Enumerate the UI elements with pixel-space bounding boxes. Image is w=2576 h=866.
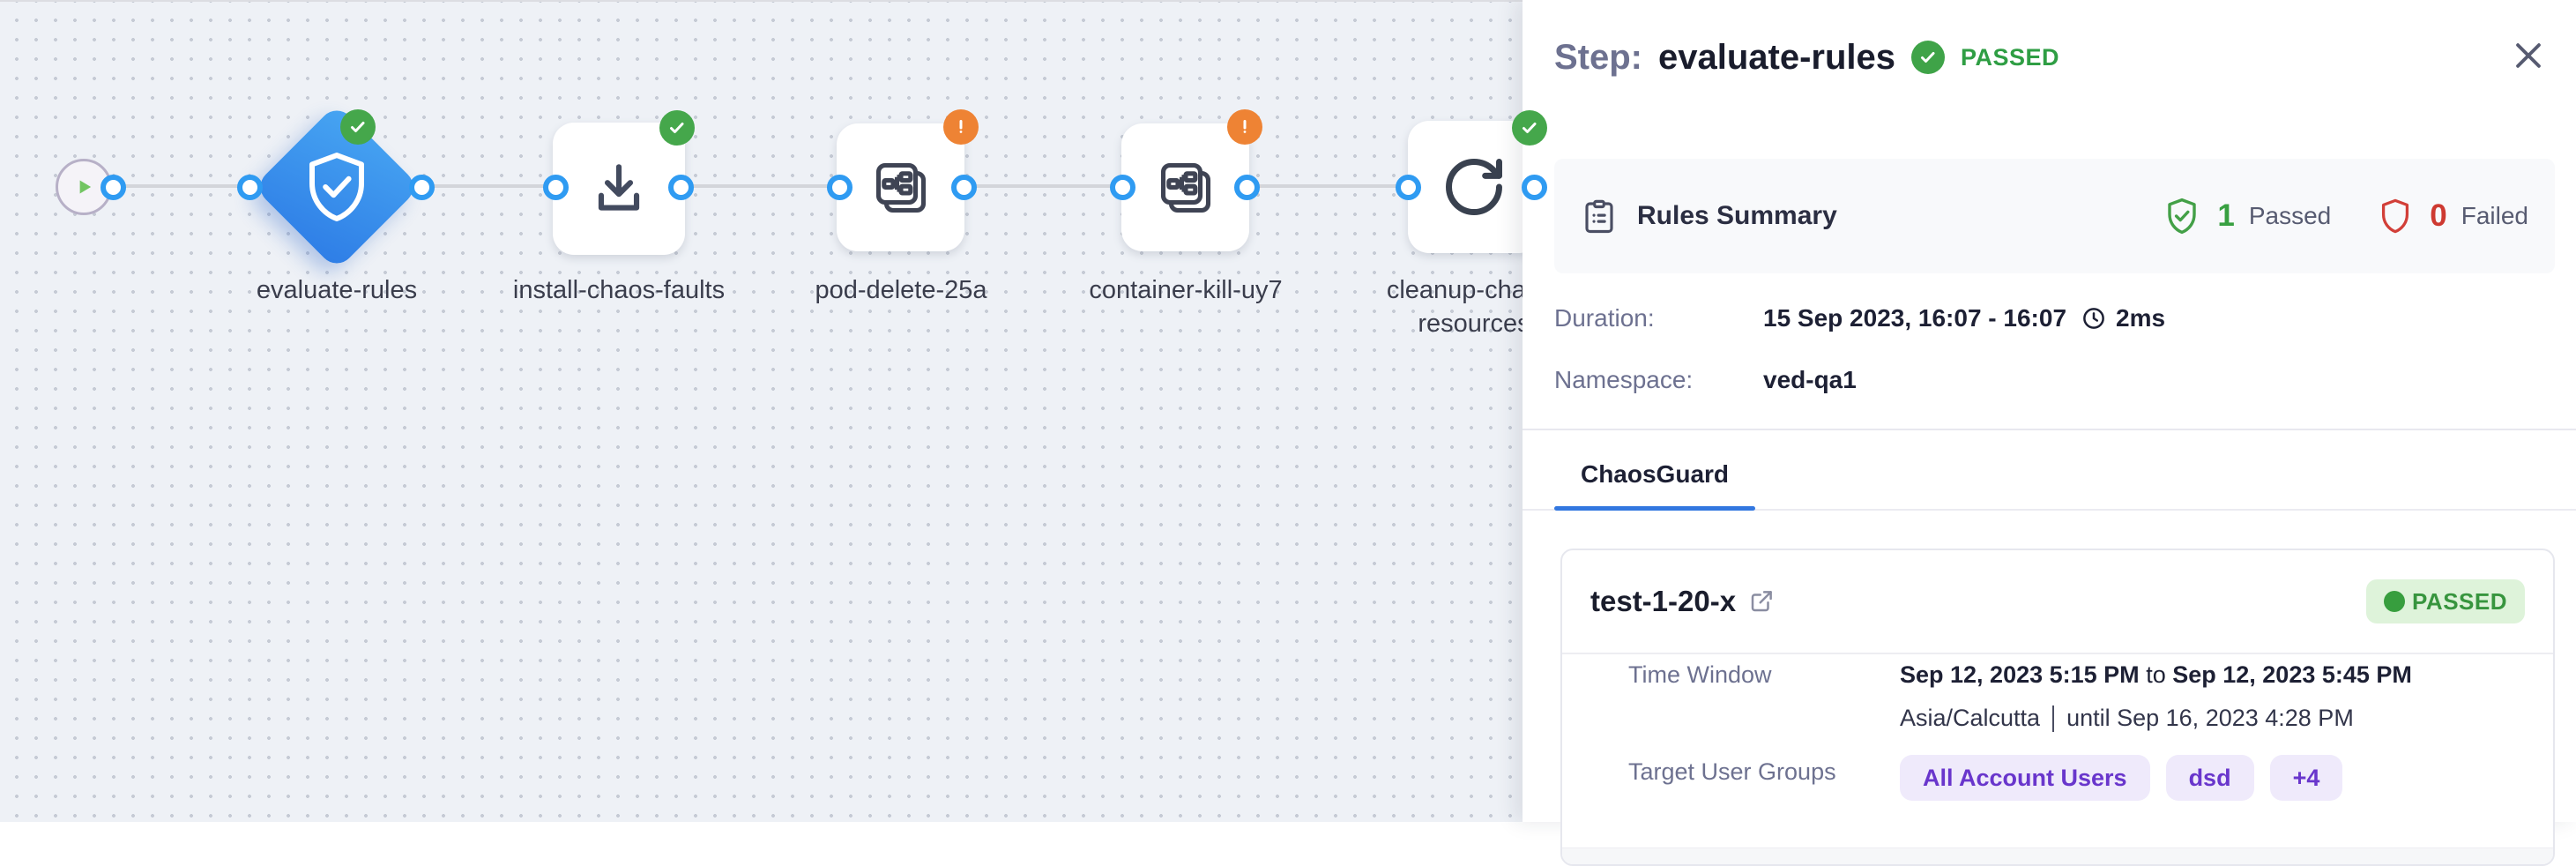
port[interactable] xyxy=(1522,175,1547,200)
user-group-chip: dsd xyxy=(2165,755,2254,801)
node-pod-delete-25a[interactable] xyxy=(837,123,964,251)
card-footer xyxy=(1562,847,2553,864)
condition-status-badge: PASSED xyxy=(2366,579,2525,623)
duration-row: Duration: 15 Sep 2023, 16:07 - 16:07 2ms xyxy=(1554,304,2165,332)
download-icon xyxy=(598,164,640,211)
timezone: Asia/Calcutta xyxy=(1900,705,2041,731)
section-divider xyxy=(1523,429,2576,430)
port[interactable] xyxy=(1110,175,1135,200)
meta-separator xyxy=(2052,705,2055,732)
node-install-chaos-faults[interactable] xyxy=(553,123,685,255)
close-button[interactable] xyxy=(2507,35,2550,78)
time-window-label: Time Window xyxy=(1628,661,1772,688)
shield-passed-icon xyxy=(2168,198,2197,235)
tabbar-divider xyxy=(1523,509,2576,511)
port[interactable] xyxy=(543,175,569,200)
duration-label: Duration: xyxy=(1554,304,1655,332)
user-group-chip: All Account Users xyxy=(1900,755,2150,801)
port[interactable] xyxy=(1234,175,1260,200)
clipboard-icon xyxy=(1585,199,1613,234)
active-tab-underline xyxy=(1554,506,1755,511)
namespace-value: ved-qa1 xyxy=(1763,366,1857,393)
play-icon xyxy=(79,180,92,194)
target-user-groups-label: Target User Groups xyxy=(1628,758,1836,785)
check-circle-icon xyxy=(1911,41,1946,74)
step-details-panel: Step: evaluate-rules PASSED Rules Summar… xyxy=(1523,0,2576,866)
status-dot-icon xyxy=(2384,591,2405,612)
condition-status-text: PASSED xyxy=(2412,587,2507,615)
time-window-to-word: to xyxy=(2146,661,2166,688)
node-label-evaluate-rules: evaluate-rules xyxy=(256,276,418,304)
port[interactable] xyxy=(409,175,435,200)
time-window-row: Time Window Sep 12, 2023 5:15 PM to Sep … xyxy=(1562,654,2553,732)
failed-count: 0 xyxy=(2430,198,2447,233)
passed-label: Passed xyxy=(2248,202,2332,229)
rules-summary-title: Rules Summary xyxy=(1637,201,1837,230)
status-warning-badge-icon xyxy=(943,109,979,145)
namespace-row: Namespace: ved-qa1 xyxy=(1554,366,1857,394)
panel-header: Step: evaluate-rules PASSED xyxy=(1554,32,2555,83)
time-window-to: Sep 12, 2023 5:45 PM xyxy=(2172,661,2412,688)
clock-icon xyxy=(2083,308,2104,329)
chaosguard-condition-card: test-1-20-x PASSED Time Window Sep 12, 2… xyxy=(1560,549,2555,866)
time-window-range: Sep 12, 2023 5:15 PM to Sep 12, 2023 5:4… xyxy=(1900,654,2412,689)
chaos-fault-icon xyxy=(1160,162,1210,213)
close-icon xyxy=(2516,42,2541,68)
namespace-label: Namespace: xyxy=(1554,366,1694,393)
duration-elapsed: 2ms xyxy=(2116,304,2166,332)
port[interactable] xyxy=(1396,175,1421,200)
status-warning-badge-icon xyxy=(1227,109,1262,145)
rules-summary-section: Rules Summary 1 Passed 0 Failed xyxy=(1554,159,2555,273)
target-user-groups-row: Target User Groups All Account Users dsd… xyxy=(1562,751,2553,801)
node-evaluate-rules[interactable] xyxy=(253,103,421,271)
duration-value: 15 Sep 2023, 16:07 - 16:07 xyxy=(1763,304,2067,332)
status-success-badge-icon xyxy=(1512,110,1547,146)
tab-chaosguard[interactable]: ChaosGuard xyxy=(1580,460,1730,488)
port[interactable] xyxy=(668,175,694,200)
status-success-badge-icon xyxy=(659,110,695,146)
status-success-badge-icon xyxy=(340,109,376,145)
port[interactable] xyxy=(827,175,852,200)
card-header: test-1-20-x PASSED xyxy=(1562,550,2553,654)
retry-icon xyxy=(1446,159,1502,215)
failed-label: Failed xyxy=(2461,202,2528,229)
node-container-kill-uy7[interactable] xyxy=(1121,123,1249,251)
time-window-meta: Asia/Calcutta until Sep 16, 2023 4:28 PM xyxy=(1900,689,2412,732)
step-status-text: PASSED xyxy=(1961,43,2060,71)
port[interactable] xyxy=(101,175,126,200)
pipeline-edge xyxy=(84,184,1547,188)
chaos-fault-icon xyxy=(875,162,926,213)
passed-count: 1 xyxy=(2217,198,2235,233)
external-link-icon[interactable] xyxy=(1748,588,1775,615)
time-window-from: Sep 12, 2023 5:15 PM xyxy=(1900,661,2140,688)
step-title-name: evaluate-rules xyxy=(1658,37,1896,77)
valid-until: until Sep 16, 2023 4:28 PM xyxy=(2066,705,2354,731)
port[interactable] xyxy=(237,175,263,200)
shield-failed-icon xyxy=(2382,198,2409,234)
node-label-install-chaos-faults: install-chaos-faults xyxy=(512,276,726,304)
node-cleanup-chaos-resources[interactable] xyxy=(1408,121,1540,253)
user-group-more-chip[interactable]: +4 xyxy=(2269,755,2343,801)
step-title-prefix: Step: xyxy=(1554,37,1642,77)
condition-name: test-1-20-x xyxy=(1590,585,1737,617)
shield-check-icon xyxy=(309,153,364,221)
node-label-pod-delete-25a: pod-delete-25a xyxy=(815,276,987,304)
node-label-container-kill-uy7: container-kill-uy7 xyxy=(1089,276,1283,304)
port[interactable] xyxy=(951,175,977,200)
